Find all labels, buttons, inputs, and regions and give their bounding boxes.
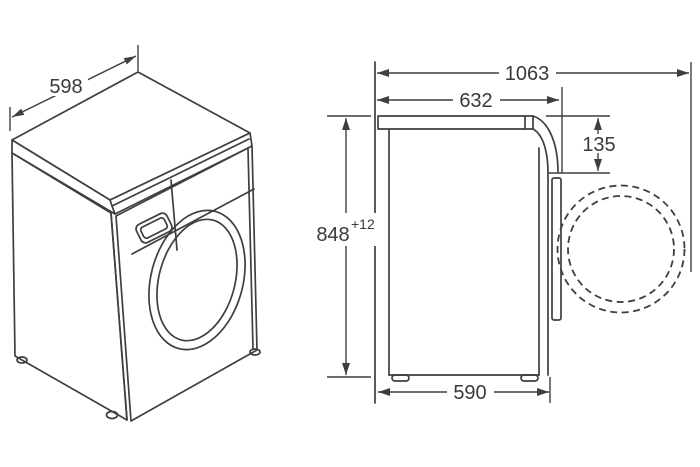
control-panel-bottom-line: [131, 188, 255, 255]
foot-front: [105, 410, 119, 420]
dim-label-height-tolerance: +12: [351, 216, 375, 232]
dim-base-590: 590: [378, 377, 551, 404]
front-right-chamfer: [247, 148, 254, 350]
side-foot-front: [520, 374, 539, 382]
door-outer-rim: [148, 209, 246, 351]
dim-depth-632: 632: [377, 87, 563, 173]
side-foot-rear: [391, 374, 410, 382]
door-front-curve-inner: [532, 128, 549, 174]
dim-label-depth: 632: [459, 90, 492, 112]
dim-label-base-depth: 590: [453, 382, 486, 404]
foot-right: [249, 348, 261, 356]
dim-width-598: 598: [9, 45, 139, 131]
door-swing-inner-circle: [567, 195, 675, 303]
worktop-edge-highlight: [111, 138, 250, 207]
door-side-profile: [551, 177, 562, 321]
door-swing-outer-circle: [556, 184, 686, 314]
detergent-drawer: [135, 212, 173, 244]
side-view: 1063 632 135 84: [311, 61, 692, 404]
door-inner-rim: [156, 218, 238, 342]
dim-label-total-depth: 1063: [505, 63, 550, 85]
door-front-curve-outer: [532, 115, 559, 173]
dim-label-width: 598: [49, 76, 82, 98]
foot-left: [16, 356, 28, 364]
dim-total-depth-1063: 1063: [377, 62, 692, 272]
front-left-chamfer: [110, 212, 128, 421]
dim-label-door: 135: [582, 134, 615, 156]
isometric-view: 598: [9, 45, 261, 422]
dim-height-848: 848 +12: [311, 115, 384, 378]
dim-label-height: 848: [316, 224, 349, 246]
worktop-side: [377, 115, 534, 130]
dim-door-135: 135: [546, 115, 621, 174]
